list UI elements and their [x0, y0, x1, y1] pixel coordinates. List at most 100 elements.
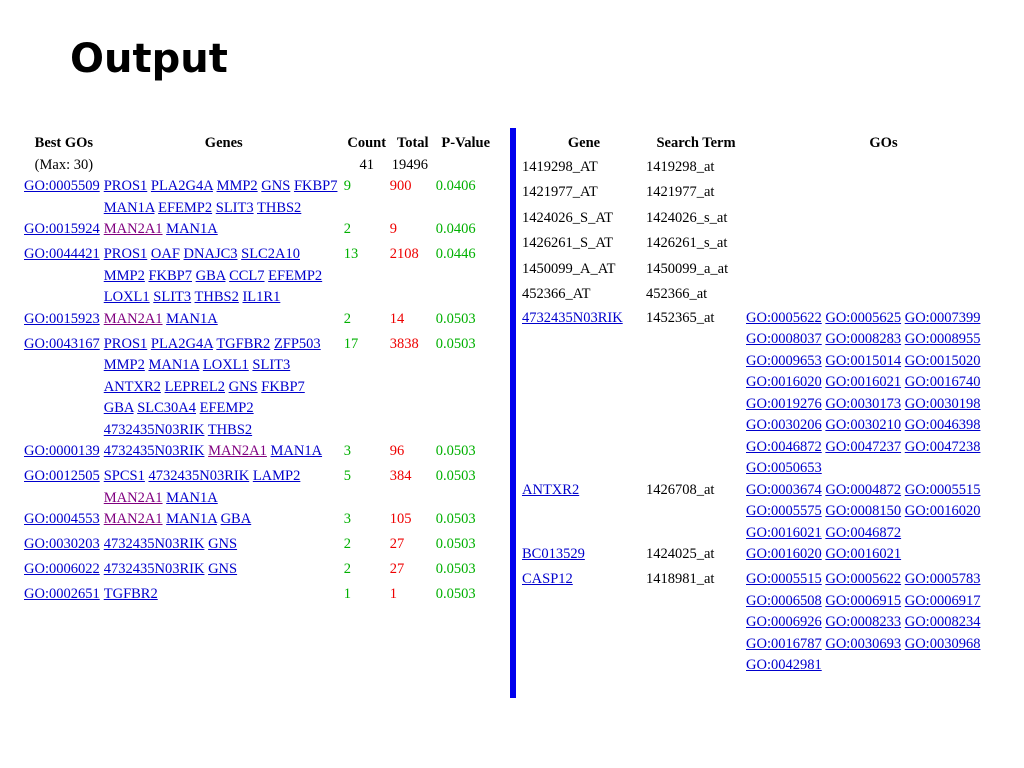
- gene-link[interactable]: 4732435N03RIK: [148, 468, 250, 484]
- gene-link[interactable]: SLC2A10: [241, 246, 300, 262]
- gene-link[interactable]: FKBP7: [148, 267, 192, 284]
- go-term-link[interactable]: GO:0044421: [24, 246, 100, 262]
- go-term-link[interactable]: GO:0046872: [746, 438, 822, 455]
- gene-link[interactable]: THBS2: [194, 289, 239, 305]
- go-term-link[interactable]: GO:0006926: [746, 614, 822, 630]
- go-term-link[interactable]: GO:0016787: [746, 635, 822, 652]
- gene-link[interactable]: THBS2: [207, 421, 253, 438]
- gene-link[interactable]: MMP2: [216, 178, 258, 194]
- gene-link[interactable]: MAN1A: [166, 511, 217, 527]
- gene-link[interactable]: EFEMP2: [268, 267, 323, 284]
- go-term-link[interactable]: GO:0015014: [825, 352, 902, 369]
- go-term-link[interactable]: GO:0005625: [825, 309, 902, 326]
- go-term-link[interactable]: GO:0016021: [746, 524, 822, 541]
- go-term-link[interactable]: GO:0046398: [904, 417, 981, 433]
- go-term-link[interactable]: GO:0005509: [24, 178, 100, 194]
- go-term-link[interactable]: GO:0004872: [825, 481, 902, 498]
- gene-link[interactable]: MAN1A: [166, 221, 218, 237]
- gene-link[interactable]: MAN2A1: [103, 489, 163, 506]
- gene-link[interactable]: MAN1A: [103, 199, 155, 216]
- gene-link[interactable]: OAF: [150, 246, 180, 262]
- go-term-link[interactable]: GO:0050653: [746, 460, 822, 476]
- gene-link[interactable]: MAN2A1: [103, 511, 163, 527]
- gene-link[interactable]: FKBP7: [293, 178, 338, 194]
- gene-link[interactable]: SLIT3: [153, 289, 192, 305]
- gene-link[interactable]: MMP2: [103, 357, 145, 373]
- gene-link[interactable]: EFEMP2: [199, 400, 254, 416]
- go-term-link[interactable]: GO:0042981: [746, 657, 822, 673]
- go-term-link[interactable]: GO:0008283: [825, 331, 902, 347]
- gene-link[interactable]: PROS1: [103, 246, 148, 262]
- go-term-link[interactable]: GO:0000139: [24, 443, 100, 459]
- go-term-link[interactable]: GO:0030210: [825, 417, 902, 433]
- go-term-link[interactable]: GO:0030968: [904, 635, 981, 652]
- gene-link[interactable]: 4732435N03RIK: [103, 561, 205, 577]
- go-term-link[interactable]: GO:0005783: [904, 571, 981, 587]
- gene-link[interactable]: 4732435N03RIK: [103, 536, 205, 552]
- go-term-link[interactable]: GO:0030203: [24, 536, 100, 552]
- gene-link[interactable]: MAN2A1: [103, 310, 163, 327]
- gene-link[interactable]: MMP2: [103, 267, 145, 284]
- gene-link[interactable]: GNS: [261, 178, 291, 194]
- go-term-link[interactable]: GO:0007399: [904, 309, 981, 326]
- gene-link[interactable]: 4732435N03RIK: [103, 421, 205, 438]
- gene-link[interactable]: MAN1A: [166, 489, 218, 506]
- gene-link[interactable]: THBS2: [256, 199, 302, 216]
- go-term-link[interactable]: GO:0005622: [825, 571, 902, 587]
- go-term-link[interactable]: GO:0015923: [24, 310, 100, 327]
- gene-name-link[interactable]: BC013529: [522, 546, 585, 562]
- gene-name-link[interactable]: 4732435N03RIK: [522, 309, 623, 326]
- go-term-link[interactable]: GO:0006915: [825, 592, 902, 609]
- go-term-link[interactable]: GO:0004553: [24, 511, 100, 527]
- gene-link[interactable]: MAN2A1: [208, 443, 267, 459]
- go-term-link[interactable]: GO:0006508: [746, 592, 822, 609]
- gene-link[interactable]: SLIT3: [252, 357, 291, 373]
- go-term-link[interactable]: GO:0047238: [904, 438, 981, 455]
- go-term-link[interactable]: GO:0030693: [825, 635, 902, 652]
- go-term-link[interactable]: GO:0030198: [904, 395, 981, 412]
- gene-link[interactable]: GBA: [220, 511, 252, 527]
- gene-link[interactable]: GNS: [208, 561, 238, 577]
- gene-link[interactable]: SLIT3: [215, 199, 254, 216]
- gene-link[interactable]: LEPREL2: [164, 378, 225, 395]
- go-term-link[interactable]: GO:0016020: [904, 503, 981, 519]
- go-term-link[interactable]: GO:0030206: [746, 417, 822, 433]
- gene-link[interactable]: MAN1A: [270, 443, 323, 459]
- go-term-link[interactable]: GO:0005515: [746, 571, 822, 587]
- go-term-link[interactable]: GO:0002651: [24, 586, 100, 602]
- go-term-link[interactable]: GO:0016740: [904, 374, 981, 390]
- gene-link[interactable]: LOXL1: [103, 289, 150, 305]
- go-term-link[interactable]: GO:0015924: [24, 221, 100, 237]
- gene-link[interactable]: EFEMP2: [158, 199, 213, 216]
- gene-link[interactable]: TGFBR2: [103, 586, 158, 602]
- go-term-link[interactable]: GO:0006917: [904, 592, 981, 609]
- go-term-link[interactable]: GO:0015020: [904, 352, 981, 369]
- gene-link[interactable]: CCL7: [229, 267, 265, 284]
- gene-link[interactable]: PLA2G4A: [150, 178, 213, 194]
- go-term-link[interactable]: GO:0016021: [825, 374, 902, 390]
- gene-link[interactable]: 4732435N03RIK: [103, 443, 205, 459]
- go-term-link[interactable]: GO:0006022: [24, 561, 100, 577]
- go-term-link[interactable]: GO:0008955: [904, 331, 981, 347]
- gene-link[interactable]: GBA: [103, 400, 134, 416]
- go-term-link[interactable]: GO:0016020: [746, 374, 822, 390]
- go-term-link[interactable]: GO:0008233: [825, 614, 902, 630]
- gene-name-link[interactable]: CASP12: [522, 571, 573, 587]
- gene-link[interactable]: IL1R1: [242, 289, 281, 305]
- gene-link[interactable]: LAMP2: [252, 468, 301, 484]
- go-term-link[interactable]: GO:0005515: [904, 481, 981, 498]
- go-term-link[interactable]: GO:0012505: [24, 468, 100, 484]
- go-term-link[interactable]: GO:0046872: [825, 524, 902, 541]
- gene-link[interactable]: TGFBR2: [216, 335, 271, 352]
- go-term-link[interactable]: GO:0008037: [746, 331, 822, 347]
- gene-link[interactable]: MAN1A: [148, 357, 200, 373]
- gene-link[interactable]: GNS: [228, 378, 258, 395]
- gene-link[interactable]: ZFP503: [273, 335, 321, 352]
- go-term-link[interactable]: GO:0009653: [746, 352, 822, 369]
- gene-link[interactable]: GNS: [208, 536, 238, 552]
- go-term-link[interactable]: GO:0016020: [746, 546, 822, 562]
- go-term-link[interactable]: GO:0030173: [825, 395, 902, 412]
- gene-link[interactable]: FKBP7: [261, 378, 305, 395]
- gene-link[interactable]: SLC30A4: [137, 400, 197, 416]
- go-term-link[interactable]: GO:0019276: [746, 395, 822, 412]
